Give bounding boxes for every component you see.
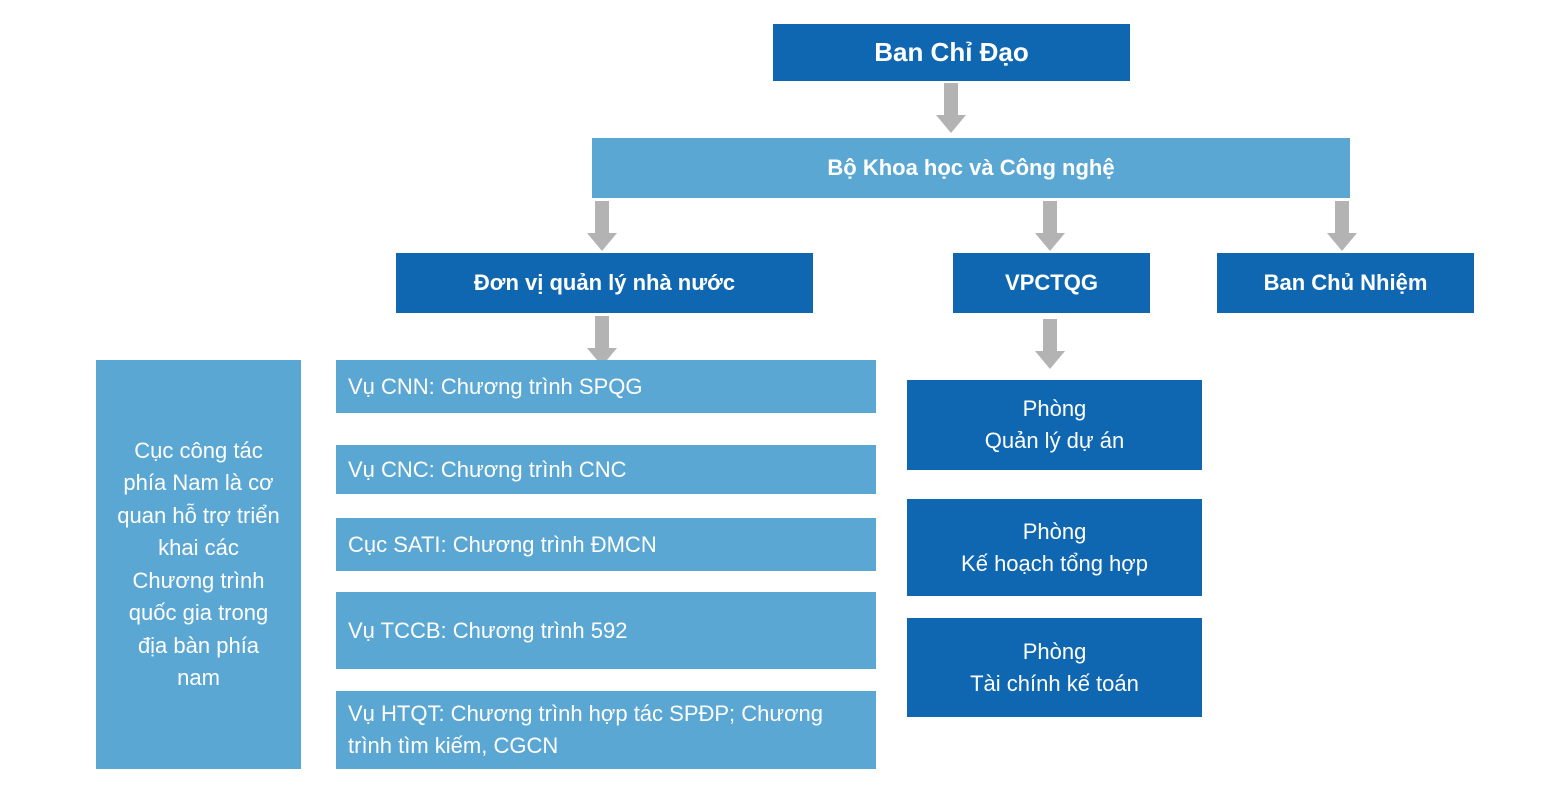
- room-title: Phòng: [1022, 518, 1087, 544]
- room-title: Phòng: [1022, 638, 1087, 664]
- down-arrow-icon: [587, 316, 617, 366]
- room-box: Phòng Kế hoạch tổng hợp: [907, 499, 1202, 596]
- room-name: Quản lý dự án: [984, 428, 1125, 453]
- program-label: Vụ TCCB: Chương trình 592: [348, 617, 628, 643]
- room-box: Phòng Tài chính kế toán: [907, 618, 1202, 717]
- program-label: Vụ CNN: Chương trình SPQG: [348, 373, 643, 399]
- program-box: Vụ HTQT: Chương trình hợp tác SPĐP; Chươ…: [336, 691, 876, 769]
- ministry-box: Bộ Khoa học và Công nghệ: [592, 138, 1350, 198]
- program-box: Vụ CNC: Chương trình CNC: [336, 445, 876, 494]
- ministry-label: Bộ Khoa học và Công nghệ: [827, 155, 1115, 180]
- board-of-directors-box: Ban Chủ Nhiệm: [1217, 253, 1474, 313]
- room-title: Phòng: [1022, 396, 1087, 421]
- down-arrow-icon: [936, 83, 966, 133]
- program-box: Cục SATI: Chương trình ĐMCN: [336, 518, 876, 571]
- room-name: Kế hoạch tổng hợp: [961, 550, 1148, 576]
- room-box: Phòng Quản lý dự án: [907, 380, 1202, 470]
- southern-department-text: Cục công tác phía Nam là cơ quan hỗ trợ …: [117, 437, 280, 691]
- program-label: Cục SATI: Chương trình ĐMCN: [348, 531, 657, 557]
- board-of-directors-label: Ban Chủ Nhiệm: [1263, 270, 1428, 295]
- steering-committee-label: Ban Chỉ Đạo: [874, 37, 1029, 67]
- vpctqg-box: VPCTQG: [953, 253, 1150, 313]
- program-label: Vụ CNC: Chương trình CNC: [348, 456, 627, 482]
- program-box: Vụ CNN: Chương trình SPQG: [336, 360, 876, 413]
- down-arrow-icon: [1035, 319, 1065, 369]
- state-management-unit-label: Đơn vị quản lý nhà nước: [473, 270, 736, 295]
- down-arrow-icon: [1327, 201, 1357, 251]
- steering-committee-box: Ban Chỉ Đạo: [773, 24, 1130, 81]
- state-management-unit-box: Đơn vị quản lý nhà nước: [396, 253, 813, 313]
- southern-department-box: Cục công tác phía Nam là cơ quan hỗ trợ …: [96, 360, 301, 769]
- down-arrow-icon: [587, 201, 617, 251]
- vpctqg-label: VPCTQG: [1005, 270, 1098, 295]
- program-label: Vụ HTQT: Chương trình hợp tác SPĐP; Chươ…: [348, 701, 824, 758]
- program-box: Vụ TCCB: Chương trình 592: [336, 592, 876, 669]
- down-arrow-icon: [1035, 201, 1065, 251]
- room-name: Tài chính kế toán: [970, 670, 1139, 696]
